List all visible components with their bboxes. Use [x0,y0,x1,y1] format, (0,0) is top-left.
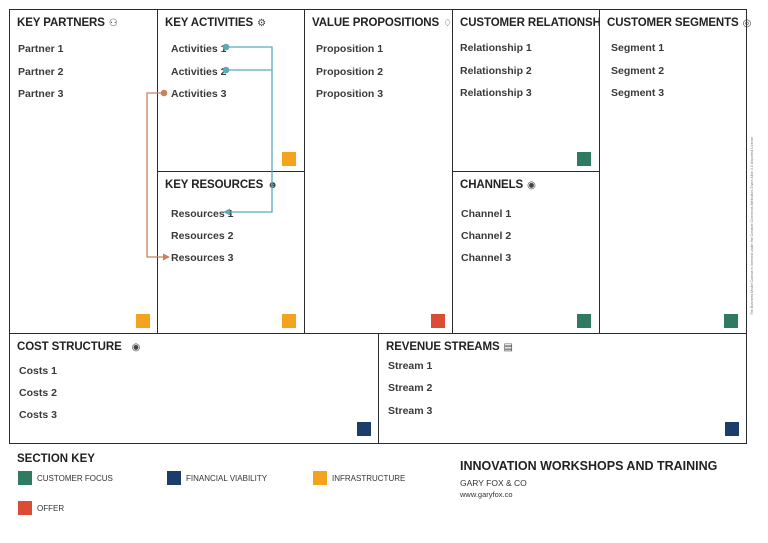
key-resources-title-text: KEY RESOURCES [165,179,264,191]
list-item: Costs 1 [19,365,57,377]
list-item: Proposition 1 [316,43,384,55]
revenue-streams-block: REVENUE STREAMS ▤ Stream 1 Stream 2 Stre… [378,333,747,444]
list-item: Channel 2 [461,230,512,242]
customer-segments-title: CUSTOMER SEGMENTS ◎ [607,17,751,29]
financial-viability-swatch [357,422,371,436]
value-propositions-title: VALUE PROPOSITIONS ♢ [312,17,452,29]
customer-focus-key-swatch [18,471,32,485]
financial-viability-key-swatch [167,471,181,485]
key-resources-title: KEY RESOURCES ☻ [165,179,278,191]
globe-icon: ◉ [527,179,536,191]
bar-chart-icon: ▤ [503,341,513,353]
channels-title: CHANNELS ◉ [460,179,536,191]
offer-swatch [431,314,445,328]
customer-segments-title-text: CUSTOMER SEGMENTS [607,17,739,29]
list-item: Partner 2 [18,66,64,78]
cost-structure-title: COST STRUCTURE ◉ [17,341,140,353]
infrastructure-swatch [136,314,150,328]
infrastructure-key-label: INFRASTRUCTURE [332,474,406,483]
key-activities-block: KEY ACTIVITIES ⚙ Activities 1 Activities… [157,9,305,172]
key-partners-block: KEY PARTNERS ⚇ Partner 1 Partner 2 Partn… [9,9,158,334]
list-item: Segment 3 [611,87,665,99]
infrastructure-key-swatch [313,471,327,485]
list-item: Relationship 3 [460,87,532,99]
money-bag-icon: ◉ [131,341,141,353]
value-propositions-block: VALUE PROPOSITIONS ♢ Proposition 1 Propo… [304,9,453,334]
gears-icon: ⚙ [257,17,266,29]
list-item: Channel 1 [461,208,512,220]
offer-key-label: OFFER [37,504,65,513]
handshake-icon: ⚇ [108,17,118,29]
list-item: Partner 1 [18,43,64,55]
infrastructure-swatch [282,314,296,328]
offer-key-swatch [18,501,32,515]
list-item: Relationship 1 [460,42,532,54]
customer-relationships-title-text: CUSTOMER RELATIONSHIPS [460,17,620,29]
infrastructure-swatch [282,152,296,166]
list-item: Resources 2 [171,230,234,242]
financial-viability-swatch [725,422,739,436]
section-key-title: SECTION KEY [17,453,95,465]
customer-segments-block: CUSTOMER SEGMENTS ◎ Segment 1 Segment 2 … [599,9,751,334]
list-item: Activities 2 [171,66,227,78]
brand-url[interactable]: www.garyfox.co [460,490,513,499]
list-item: Activities 1 [171,43,227,55]
value-propositions-title-text: VALUE PROPOSITIONS [312,17,440,29]
list-item: Resources 3 [171,252,234,264]
channels-title-text: CHANNELS [460,179,524,191]
list-item: Proposition 3 [316,88,384,100]
cost-structure-title-text: COST STRUCTURE [17,341,122,353]
list-item: Costs 3 [19,409,57,421]
list-item: Resources 1 [171,208,234,220]
list-item: Stream 3 [388,405,433,417]
list-item: Segment 2 [611,65,665,77]
key-partners-title: KEY PARTNERS ⚇ [17,17,118,29]
target-icon: ◎ [742,17,752,29]
customer-focus-key-label: CUSTOMER FOCUS [37,474,113,483]
key-activities-title: KEY ACTIVITIES ⚙ [165,17,266,29]
customer-focus-swatch [577,152,591,166]
key-resources-block: KEY RESOURCES ☻ Resources 1 Resources 2 … [157,171,305,334]
key-partners-title-text: KEY PARTNERS [17,17,105,29]
revenue-streams-title: REVENUE STREAMS ▤ [386,341,513,353]
diamond-icon: ♢ [443,17,452,29]
list-item: Relationship 2 [460,65,532,77]
revenue-streams-title-text: REVENUE STREAMS [386,341,500,353]
customer-focus-swatch [577,314,591,328]
list-item: Proposition 2 [316,66,384,78]
brand-title: INNOVATION WORKSHOPS AND TRAINING [460,459,718,473]
list-item: Channel 3 [461,252,512,264]
list-item: Stream 2 [388,382,433,394]
channels-block: CHANNELS ◉ Channel 1 Channel 2 Channel 3 [452,171,600,334]
list-item: Segment 1 [611,42,665,54]
brand-company: GARY FOX & CO [460,478,527,488]
list-item: Stream 1 [388,360,433,372]
list-item: Activities 3 [171,88,227,100]
customer-focus-swatch [724,314,738,328]
license-note: The Business Model Canvas is licensed un… [750,136,754,315]
cost-structure-block: COST STRUCTURE ◉ Costs 1 Costs 2 Costs 3 [9,333,379,444]
customer-relationships-block: CUSTOMER RELATIONSHIPS ♡ Relationship 1 … [452,9,632,172]
list-item: Costs 2 [19,387,57,399]
people-icon: ☻ [267,179,278,191]
list-item: Partner 3 [18,88,64,100]
key-activities-title-text: KEY ACTIVITIES [165,17,254,29]
financial-viability-key-label: FINANCIAL VIABILITY [186,474,268,483]
